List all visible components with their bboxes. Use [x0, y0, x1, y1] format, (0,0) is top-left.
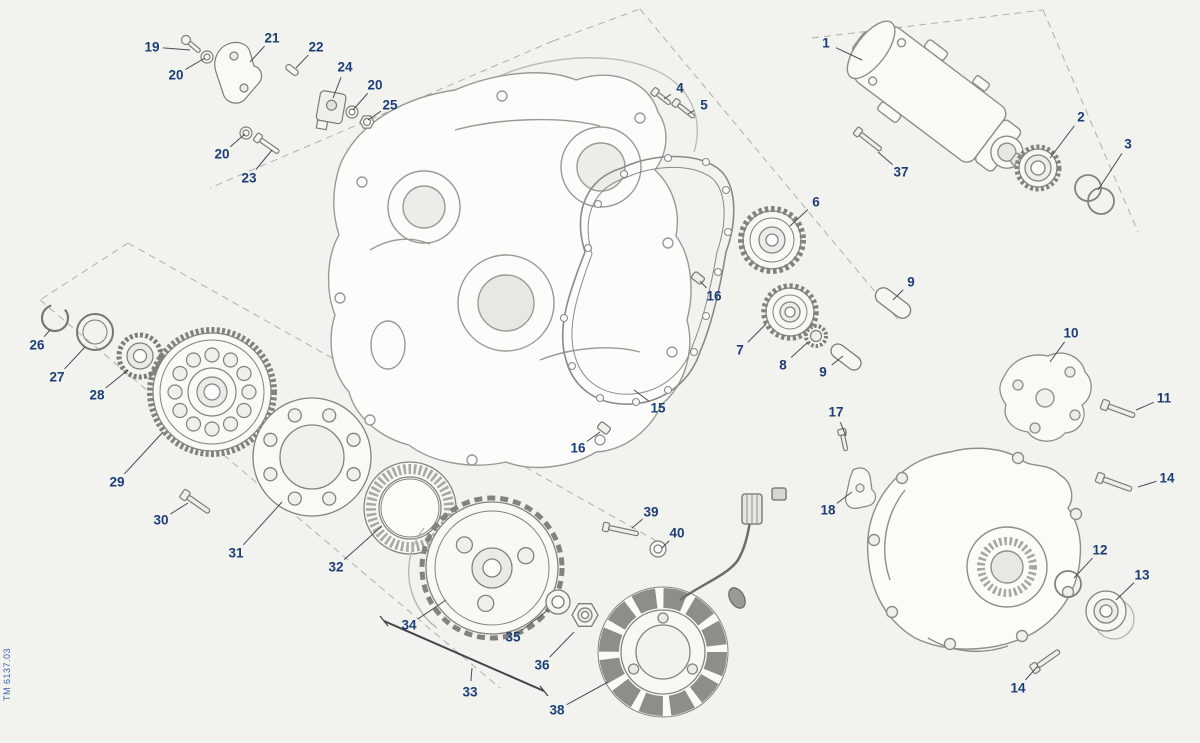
- part-label-4[interactable]: 4: [676, 80, 684, 96]
- part-label-40[interactable]: 40: [669, 525, 685, 541]
- splined-hub: [116, 332, 164, 380]
- part-label-24[interactable]: 24: [337, 59, 353, 75]
- crankcase: [327, 57, 698, 469]
- clutch-plate: [252, 397, 372, 517]
- part-label-27[interactable]: 27: [49, 369, 65, 385]
- rotor-washer: [545, 589, 571, 615]
- part-label-29[interactable]: 29: [109, 474, 125, 490]
- knurled-bolt: [804, 324, 828, 348]
- part-label-35[interactable]: 35: [505, 629, 521, 645]
- part-label-18[interactable]: 18: [820, 502, 836, 518]
- part-label-1[interactable]: 1: [822, 35, 830, 51]
- part-label-20[interactable]: 20: [168, 67, 184, 83]
- part-label-21[interactable]: 21: [264, 30, 280, 46]
- part-label-8[interactable]: 8: [779, 357, 787, 373]
- part-label-26[interactable]: 26: [29, 337, 45, 353]
- part-label-33[interactable]: 33: [462, 684, 478, 700]
- part-label-20[interactable]: 20: [214, 146, 230, 162]
- part-label-36[interactable]: 36: [534, 657, 550, 673]
- part-label-14[interactable]: 14: [1010, 680, 1026, 696]
- starter-drive-gear: [1014, 144, 1062, 192]
- part-label-9[interactable]: 9: [819, 364, 827, 380]
- part-label-17[interactable]: 17: [828, 404, 844, 420]
- part-label-13[interactable]: 13: [1134, 567, 1150, 583]
- part-label-31[interactable]: 31: [228, 545, 244, 561]
- snap-ring: [40, 303, 70, 333]
- part-label-22[interactable]: 22: [308, 39, 324, 55]
- part-label-39[interactable]: 39: [643, 504, 659, 520]
- part-label-5[interactable]: 5: [700, 97, 708, 113]
- part-label-7[interactable]: 7: [736, 342, 744, 358]
- part-label-38[interactable]: 38: [549, 702, 565, 718]
- stator: [597, 487, 787, 718]
- part-label-3[interactable]: 3: [1124, 136, 1132, 152]
- oil-seal: [1085, 590, 1135, 640]
- one-way-bearing: [363, 461, 457, 555]
- cover-o-ring: [1054, 570, 1082, 598]
- part-label-15[interactable]: 15: [650, 400, 666, 416]
- rotor-nut: [571, 603, 599, 627]
- part-label-32[interactable]: 32: [328, 559, 344, 575]
- part-label-16[interactable]: 16: [706, 288, 722, 304]
- clutch-bolt: [179, 488, 211, 514]
- part-label-25[interactable]: 25: [382, 97, 398, 113]
- part-label-28[interactable]: 28: [89, 387, 105, 403]
- part-label-12[interactable]: 12: [1092, 542, 1108, 558]
- flywheel-rotor: [408, 495, 565, 641]
- lock-washer: [76, 313, 114, 351]
- cover-gasket: [559, 153, 735, 407]
- rotor-assembly-pointer: [379, 615, 549, 697]
- idler-gear-small: [761, 283, 819, 341]
- part-label-23[interactable]: 23: [241, 170, 257, 186]
- part-label-37[interactable]: 37: [893, 164, 909, 180]
- part-label-14[interactable]: 14: [1159, 470, 1175, 486]
- sensor-retainer: [844, 467, 877, 510]
- part-label-34[interactable]: 34: [401, 617, 417, 633]
- case-bolts: [650, 87, 882, 152]
- part-label-2[interactable]: 2: [1077, 109, 1085, 125]
- upper-cover-bracket: [999, 352, 1092, 442]
- part-label-20[interactable]: 20: [367, 77, 383, 93]
- part-label-16[interactable]: 16: [570, 440, 586, 456]
- part-label-6[interactable]: 6: [812, 194, 820, 210]
- part-label-9[interactable]: 9: [907, 274, 915, 290]
- part-label-10[interactable]: 10: [1063, 325, 1079, 341]
- clutch-gear: [147, 327, 277, 457]
- part-label-19[interactable]: 19: [144, 39, 160, 55]
- watermark-text: TM 6137.03: [2, 648, 12, 702]
- part-label-11[interactable]: 11: [1156, 390, 1172, 406]
- idler-gear-large: [738, 206, 806, 274]
- part-label-30[interactable]: 30: [153, 512, 169, 528]
